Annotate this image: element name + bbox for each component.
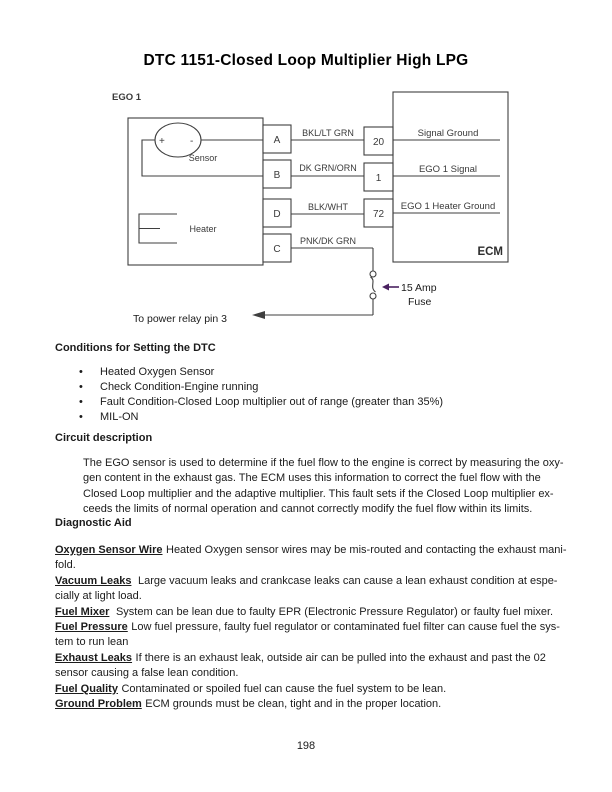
ecm-label: ECM xyxy=(477,246,503,258)
conditions-heading: Conditions for Setting the DTC xyxy=(55,342,216,354)
paragraph-line: gen content in the exhaust gas. The ECM … xyxy=(83,472,541,485)
diagnostic-line: cially at light load. xyxy=(55,590,142,603)
diagnostic-label: Ground Problem xyxy=(55,698,142,711)
paragraph-line: The EGO sensor is used to determine if t… xyxy=(83,457,564,469)
pin-1: 1 xyxy=(376,173,382,184)
ego1-label: EGO 1 xyxy=(112,92,142,103)
connector-box-d xyxy=(262,198,292,228)
bullet-text: MIL-ON xyxy=(100,411,139,423)
minus-sign: - xyxy=(190,136,193,147)
paragraph-line: ceeds the limits of normal operation and… xyxy=(83,503,533,516)
sensor-label: Sensor xyxy=(189,153,218,163)
ecm-signal-ground-label: Signal Ground xyxy=(418,128,479,139)
diagnostic-heading: Diagnostic Aid xyxy=(55,517,132,529)
wire-label-a: BKL/LT GRN xyxy=(302,128,354,138)
bullet-icon: • xyxy=(79,411,83,423)
heater-element-symbol xyxy=(138,213,177,244)
diagnostic-text: Large vacuum leaks and crankcase leaks c… xyxy=(134,574,558,587)
page-number: 198 xyxy=(296,740,316,752)
diagnostic-label: Exhaust Leaks xyxy=(55,651,133,664)
conditions-list: • Heated Oxygen Sensor • Check Condition-E… xyxy=(79,365,443,425)
wire-label-b: DK GRN/ORN xyxy=(299,163,357,173)
ecm-heater-ground-label: EGO 1 Heater Ground xyxy=(401,201,496,212)
pin-box-72 xyxy=(363,198,394,228)
heater-label: Heater xyxy=(189,224,216,234)
wiring-diagram: EGO 1 + - Sensor Heater A B D C BKL/LT G… xyxy=(112,91,509,325)
fuse-terminal-bottom xyxy=(369,292,377,300)
diagnostic-label: Fuel Pressure xyxy=(55,621,128,634)
connector-b: B xyxy=(274,170,281,181)
sensor-box xyxy=(127,117,264,266)
plus-sign: + xyxy=(159,136,165,147)
page-title: DTC 1151-Closed Loop Multiplier High LPG xyxy=(143,52,469,69)
bullet-text: Heated Oxygen Sensor xyxy=(100,366,215,378)
ecm-ego1-signal-label: EGO 1 Signal xyxy=(419,164,477,175)
fuse-terminal-top xyxy=(369,270,377,278)
connector-box-c xyxy=(262,233,292,263)
fuse-pointer-arrowhead xyxy=(382,283,389,291)
ecm-box xyxy=(392,91,509,263)
bullet-icon: • xyxy=(79,366,83,378)
pin-72: 72 xyxy=(373,209,385,220)
diagnostic-label: Vacuum Leaks xyxy=(55,574,132,587)
connector-c: C xyxy=(273,244,280,255)
paragraph-line: Closed Loop multiplier and the adaptive … xyxy=(83,487,554,500)
diagnostic-text: Low fuel pressure, faulty fuel regulator… xyxy=(131,621,560,634)
list-item: • MIL-ON xyxy=(79,410,443,425)
diagnostic-text: If there is an exhaust leak, outside air… xyxy=(135,651,546,664)
bullet-icon: • xyxy=(79,396,83,408)
connector-a: A xyxy=(274,135,281,146)
diagnostic-label: Fuel Mixer xyxy=(55,605,110,618)
diagnostic-line: fold. xyxy=(55,559,76,572)
diagnostic-label: Oxygen Sensor Wire xyxy=(55,544,163,556)
sensor-wire-b xyxy=(141,139,263,177)
wire-label-c: PNK/DK GRN xyxy=(300,236,356,246)
circuit-heading: Circuit description xyxy=(55,432,153,444)
list-item: • Fault Condition-Closed Loop multiplier … xyxy=(79,395,443,410)
diagnostic-text: System can be lean due to faulty EPR (El… xyxy=(112,605,554,618)
bullet-text: Check Condition-Engine running xyxy=(100,381,259,393)
list-item: • Heated Oxygen Sensor xyxy=(79,365,443,380)
diagnostic-line: sensor causing a false lean condition. xyxy=(55,667,239,680)
wire-label-d: BLK/WHT xyxy=(308,202,349,212)
diagnostic-text: ECM grounds must be clean, tight and in … xyxy=(145,698,442,711)
fuse-squiggle xyxy=(370,276,376,293)
relay-arrowhead xyxy=(252,311,265,319)
diagnostic-line: Vacuum Leaks Large vacuum leaks and cran… xyxy=(55,574,575,589)
diagnostic-label: Fuel Quality xyxy=(55,682,118,695)
connector-box-a xyxy=(262,124,292,154)
circuit-paragraph: The EGO sensor is used to determine if t… xyxy=(83,456,573,518)
relay-note: To power relay pin 3 xyxy=(133,313,227,325)
diagnostic-line: tem to run lean xyxy=(55,636,129,649)
diagnostic-text: Heated Oxygen sensor wires may be mis-ro… xyxy=(166,544,567,556)
connector-d: D xyxy=(273,209,280,220)
bullet-icon: • xyxy=(79,381,83,393)
diagnostic-text: Contaminated or spoiled fuel can cause t… xyxy=(121,682,447,695)
pin-20: 20 xyxy=(373,137,385,148)
diagnostic-line: Fuel Mixer System can be lean due to fau… xyxy=(55,605,575,620)
fuse-amp-label: 15 Amp xyxy=(401,282,437,294)
connector-box-b xyxy=(262,159,292,189)
fuse-word-label: Fuse xyxy=(408,296,432,308)
list-item: • Check Condition-Engine running xyxy=(79,380,443,395)
bullet-text: Fault Condition-Closed Loop multiplier o… xyxy=(100,396,444,408)
